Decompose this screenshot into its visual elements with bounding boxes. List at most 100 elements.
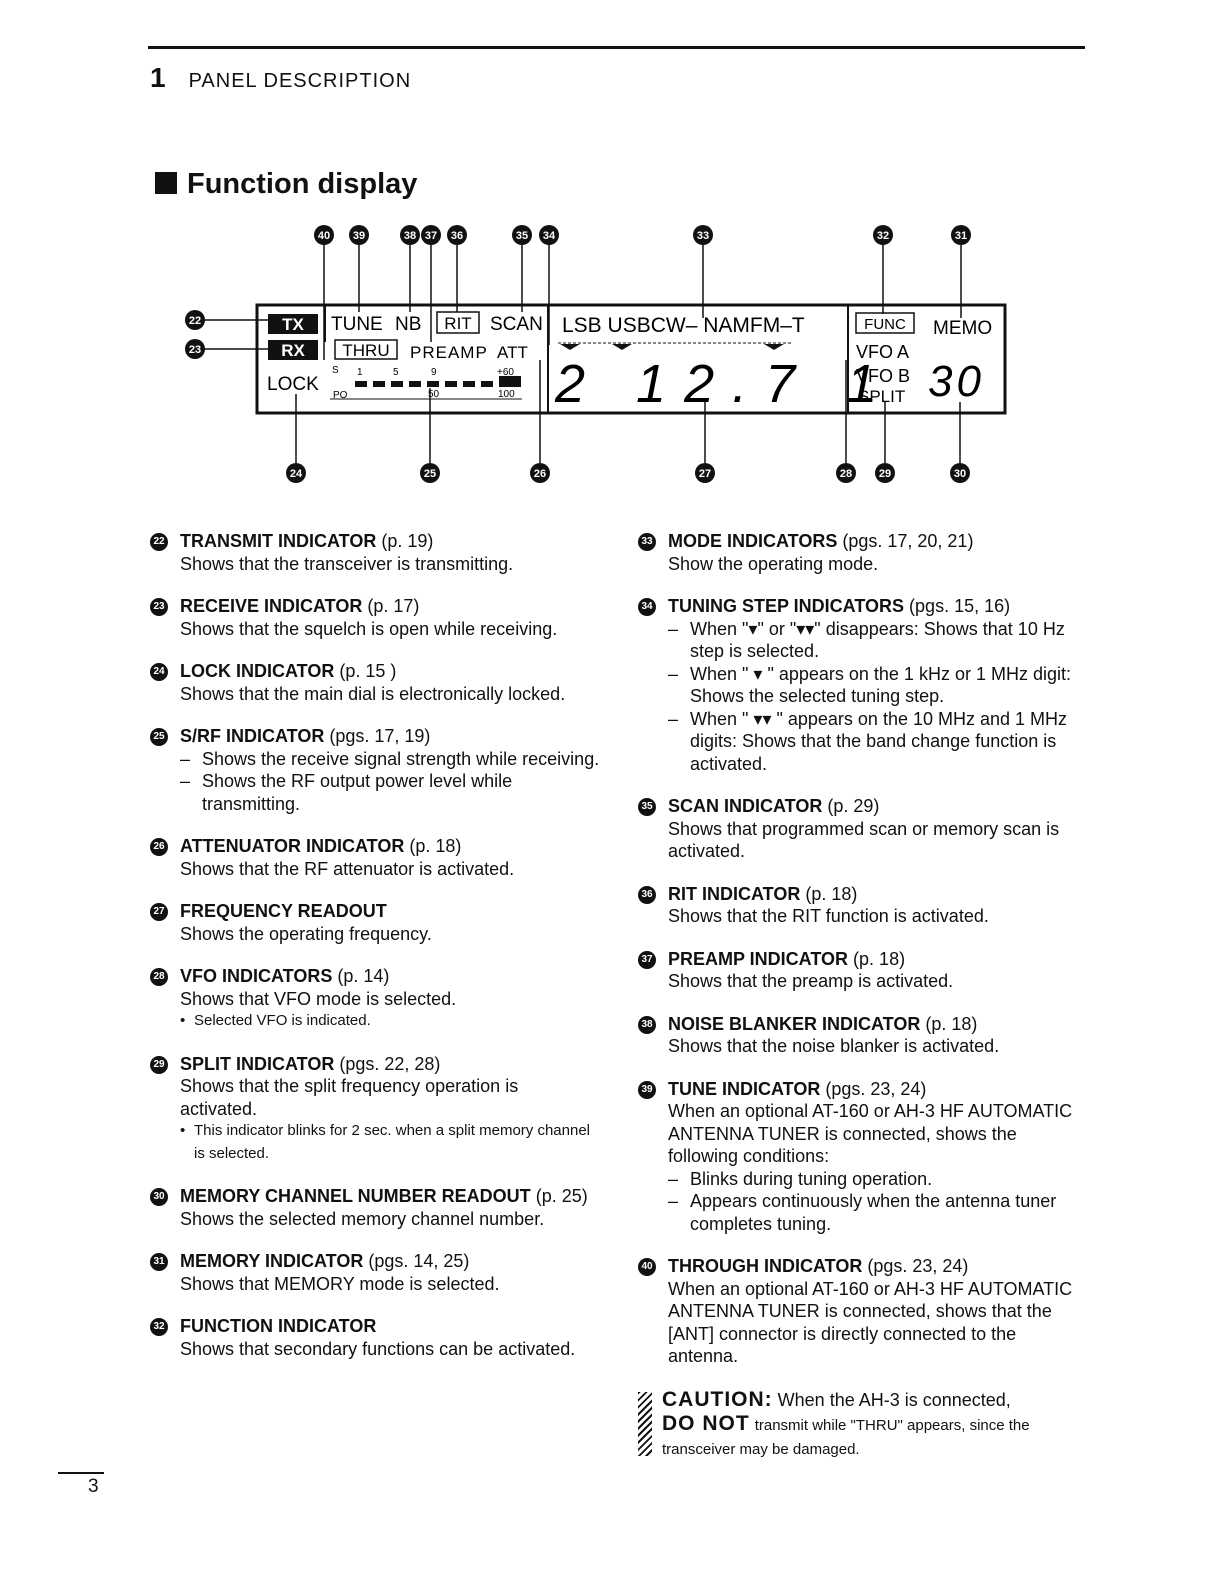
item-text: Shows that the transceiver is transmitti… xyxy=(180,553,514,574)
chapter-number: 1 xyxy=(150,62,167,93)
mode-indicators: LSB USBCW– NAMFM–T xyxy=(562,314,805,337)
caution-rest: transmit while "THRU" appears, since the… xyxy=(662,1416,1030,1458)
item-pages: (pgs. 17, 20, 21) xyxy=(842,531,974,551)
item-text: Shows that VFO mode is selected. xyxy=(180,988,457,1009)
item-dash: When " ▾ " appears on the 1 kHz or 1 MHz… xyxy=(668,663,1088,708)
svg-text:27: 27 xyxy=(699,468,711,480)
callout-badge: 23 xyxy=(150,598,168,616)
item-text: Shows that MEMORY mode is selected. xyxy=(180,1273,500,1294)
preamp-indicator: PREAMP xyxy=(410,343,488,362)
footer-rule xyxy=(58,1472,104,1474)
callout-badge: 30 xyxy=(150,1188,168,1206)
item-dash: Shows the RF output power level while tr… xyxy=(180,770,600,815)
svg-text:28: 28 xyxy=(840,468,852,480)
callout-badge: 22 xyxy=(150,533,168,551)
item-pages: (pgs. 15, 16) xyxy=(909,596,1011,616)
svg-text:31: 31 xyxy=(955,230,967,242)
svg-text:25: 25 xyxy=(424,468,436,480)
item-pages: (p. 18) xyxy=(409,836,462,856)
item-pages: (pgs. 23, 24) xyxy=(867,1256,969,1276)
svg-text:30: 30 xyxy=(954,468,966,480)
callout-badge: 26 xyxy=(150,838,168,856)
item-heading: ATTENUATOR INDICATOR (p. 18) xyxy=(180,835,600,858)
leader-lines xyxy=(203,244,962,463)
item-pages: (pgs. 14, 25) xyxy=(368,1251,470,1271)
section-title: Function display xyxy=(155,168,417,201)
item-dash: Blinks during tuning operation. xyxy=(668,1168,1088,1191)
func-indicator: FUNC xyxy=(864,316,906,333)
item-text: Shows that the squelch is open while rec… xyxy=(180,618,558,639)
caution-hatch-icon xyxy=(638,1391,652,1456)
caution-box: CAUTION: When the AH-3 is connected,DO N… xyxy=(638,1388,1088,1461)
callout-numbers: 40 39 38 37 36 35 34 33 32 31 22 23 24 2… xyxy=(185,225,971,483)
svg-text:+60: +60 xyxy=(497,367,514,378)
callout-badge: 25 xyxy=(150,728,168,746)
item-title: THROUGH INDICATOR xyxy=(668,1256,863,1276)
tune-indicator: TUNE xyxy=(331,314,383,335)
svg-text:23: 23 xyxy=(189,344,201,356)
vfo-b-indicator: VFO B xyxy=(856,366,910,386)
item-text: Shows that the split frequency operation… xyxy=(180,1076,519,1119)
tuning-step-arrows xyxy=(560,344,784,350)
vfo-a-indicator: VFO A xyxy=(856,342,909,362)
svg-text:36: 36 xyxy=(451,230,463,242)
tx-label: TX xyxy=(282,315,304,334)
item-title: LOCK INDICATOR xyxy=(180,661,335,681)
item-dash: Shows the receive signal strength while … xyxy=(180,748,600,771)
item-heading: LOCK INDICATOR (p. 15 ) xyxy=(180,660,600,683)
item-title: PREAMP INDICATOR xyxy=(668,948,849,969)
item-heading: TUNING STEP INDICATORS (pgs. 15, 16) xyxy=(668,595,1088,618)
svg-text:40: 40 xyxy=(318,230,330,242)
item-text: Show the operating mode. xyxy=(668,553,879,574)
caution-line: CAUTION: When the AH-3 is connected, xyxy=(662,1388,1088,1412)
item-text: Shows that the main dial is electronical… xyxy=(180,683,566,704)
item-dash: Appears continuously when the antenna tu… xyxy=(668,1190,1088,1235)
svg-text:9: 9 xyxy=(431,367,437,378)
item-title: MEMORY CHANNEL NUMBER READOUT xyxy=(180,1186,531,1206)
item-title: SPLIT INDICATOR xyxy=(180,1053,335,1074)
item-text: Shows the selected memory channel number… xyxy=(180,1208,545,1229)
item-heading: NOISE BLANKER INDICATOR (p. 18) xyxy=(668,1013,1088,1036)
caution-lead: When the AH-3 is connected, xyxy=(777,1389,1011,1410)
item-pages: (p. 29) xyxy=(827,796,880,816)
svg-text:1: 1 xyxy=(357,367,363,378)
item-text: When an optional AT-160 or AH-3 HF AUTOM… xyxy=(668,1101,1073,1166)
header-rule xyxy=(148,46,1085,49)
svg-text:26: 26 xyxy=(534,468,546,480)
att-indicator: ATT xyxy=(497,343,528,362)
callout-badge: 35 xyxy=(638,798,656,816)
callout-badge: 36 xyxy=(638,885,656,904)
item-title: VFO INDICATORS xyxy=(180,966,333,986)
svg-text:22: 22 xyxy=(189,315,201,327)
item-text: Shows the operating frequency. xyxy=(180,923,432,944)
item-text: When an optional AT-160 or AH-3 HF AUTOM… xyxy=(668,1278,1073,1367)
item-title: MEMORY INDICATOR xyxy=(180,1251,364,1271)
item-text: Shows that the noise blanker is activate… xyxy=(668,1036,1000,1056)
callout-badge: 39 xyxy=(638,1080,656,1099)
function-display-diagram: TX RX TUNE NB RIT SCAN LSB USBCW– NAMFM–… xyxy=(185,225,1007,483)
svg-text:34: 34 xyxy=(543,230,556,242)
item-title: FREQUENCY READOUT xyxy=(180,901,387,921)
callout-badge: 32 xyxy=(150,1318,168,1336)
item-title: TUNE INDICATOR xyxy=(668,1078,821,1099)
rx-indicator xyxy=(268,340,318,360)
caution-label: CAUTION: xyxy=(662,1387,773,1411)
item-text: Shows that secondary functions can be ac… xyxy=(180,1338,576,1359)
svg-text:100: 100 xyxy=(498,389,515,400)
item-title: RIT INDICATOR xyxy=(668,883,801,904)
s-meter: S 1 5 9 +60 PO 50 100 xyxy=(330,365,522,401)
callout-badge: 37 xyxy=(638,950,656,969)
caution-line: DO NOT transmit while "THRU" appears, si… xyxy=(662,1412,1088,1461)
frequency-readout: 2 12.7 1 xyxy=(554,354,894,414)
